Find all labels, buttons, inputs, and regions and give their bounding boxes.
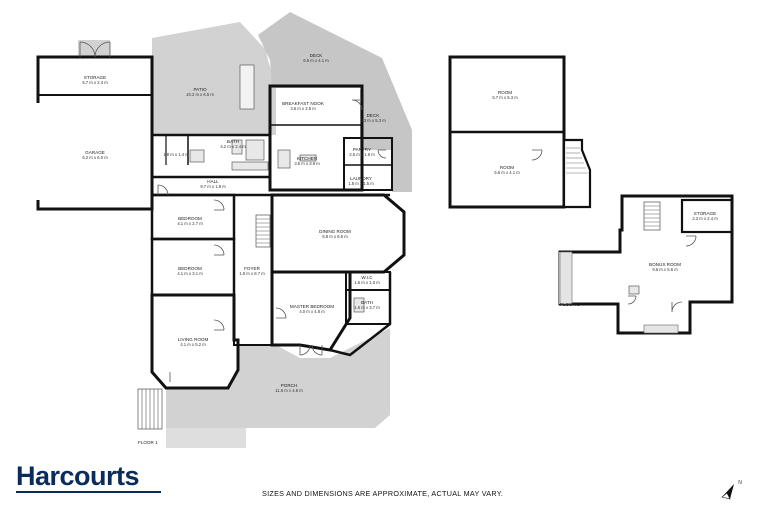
room-label: DINING ROOM bbox=[319, 229, 351, 234]
room-label: LIVING ROOM bbox=[178, 337, 209, 342]
room-dimension: 2.3 m x 2.4 m bbox=[692, 216, 718, 221]
room-dimension: 4.1 m x 3.1 m bbox=[177, 271, 203, 276]
room-dimension: 5.7 m x 2.4 m bbox=[82, 80, 108, 85]
room-label: ROOM bbox=[498, 90, 512, 95]
upper-stairs bbox=[566, 147, 588, 174]
room-dimension: 2.5 m x 1.8 m bbox=[349, 152, 375, 157]
room-dimension: 1.8 m x 1.5 m bbox=[348, 181, 374, 186]
room-dimension: 1.9 m x 8.7 m bbox=[239, 271, 265, 276]
room-dimension: 11.6 m x 4.8 m bbox=[275, 388, 303, 393]
room-dimension: 9.7 m x 1.9 m bbox=[200, 184, 226, 189]
room-dimension: 3.6 m x 3.9 m bbox=[294, 161, 320, 166]
room-dimension: 5.7 m x 5.3 m bbox=[492, 95, 518, 100]
upper-rooms-walls bbox=[448, 55, 592, 209]
room-label: MASTER BEDROOM bbox=[290, 304, 334, 309]
room-label: PANTRY bbox=[353, 147, 371, 152]
floor1-appliances bbox=[189, 64, 365, 313]
room-dimension: 4.1 m x 5.2 m bbox=[180, 342, 206, 347]
deck-area-right bbox=[360, 58, 412, 192]
room-label: BREAKFAST NOOK bbox=[282, 101, 325, 106]
room-label: BEDROOM bbox=[178, 266, 202, 271]
room-dimension: 3.3 m x 5.3 m bbox=[360, 118, 386, 123]
room-label: BATH bbox=[227, 139, 239, 144]
floor2-stairs bbox=[628, 201, 679, 334]
room-dimension: 4.2 m x 2.4 m bbox=[220, 144, 246, 149]
room-label: PORCH bbox=[281, 383, 298, 388]
room-label: HALL bbox=[207, 179, 219, 184]
room-dimension: 1.6 m x 1.0 m bbox=[354, 280, 380, 285]
room-label: STORAGE bbox=[694, 211, 716, 216]
floor2-walls bbox=[558, 194, 734, 335]
room-label: GARAGE bbox=[85, 150, 105, 155]
floor1-fixtures bbox=[79, 41, 387, 382]
room-label: LAUNDRY bbox=[350, 176, 372, 181]
room-dimension: 1.6 m x 3.7 m bbox=[354, 305, 380, 310]
room-label: BONUS ROOM bbox=[649, 262, 681, 267]
svg-text:N: N bbox=[738, 480, 742, 486]
floor1-walls bbox=[36, 55, 406, 390]
room-label: ROOM bbox=[500, 165, 514, 170]
room-dimension: 3.6 m x 2.5 m bbox=[290, 106, 316, 111]
room-label: W.I.C bbox=[361, 275, 373, 280]
room-dimension: 6.5 m x 4.1 m bbox=[303, 58, 329, 63]
room-label: DECK bbox=[310, 53, 324, 58]
foyer-stairs bbox=[255, 214, 271, 248]
room-dimension: 1.8 m x 1.4 m bbox=[163, 152, 189, 157]
upper-labels: ROOM 5.7 m x 5.3 m ROOM 5.8 m x 4.1 m bbox=[492, 90, 520, 175]
floor2-labels: STORAGE 2.3 m x 2.4 m BONUS ROOM 9.6 m x… bbox=[560, 211, 718, 307]
disclaimer-text: SIZES AND DIMENSIONS ARE APPROXIMATE, AC… bbox=[262, 489, 504, 498]
brand-logo: Harcourts bbox=[16, 461, 140, 491]
porch-steps bbox=[137, 388, 163, 430]
room-dimension: 4.0 m x 4.8 m bbox=[299, 309, 325, 314]
room-label: BEDROOM bbox=[178, 216, 202, 221]
floor2-label: FLOOR 2 bbox=[560, 302, 580, 307]
room-dimension: 6.8 m x 6.5 m bbox=[322, 234, 348, 239]
deck-area-top bbox=[258, 12, 382, 88]
patio-area bbox=[152, 22, 276, 135]
porch-area bbox=[166, 328, 390, 428]
room-dimension: 5.8 m x 4.1 m bbox=[494, 170, 520, 175]
north-arrow-icon: N bbox=[721, 480, 742, 500]
room-label: KITCHEN bbox=[297, 156, 317, 161]
room-label: PATIO bbox=[193, 87, 207, 92]
room-label: STORAGE bbox=[84, 75, 106, 80]
room-dimension: 6.2 m x 6.0 m bbox=[82, 155, 108, 160]
room-dimension: 10.2 m x 6.5 m bbox=[186, 92, 214, 97]
floor1-labels: STORAGE 5.7 m x 2.4 m GARAGE 6.2 m x 6.0… bbox=[82, 53, 386, 445]
floor1-label: FLOOR 1 bbox=[138, 440, 158, 445]
room-label: FOYER bbox=[244, 266, 261, 271]
room-dimension: 4.1 m x 2.7 m bbox=[177, 221, 203, 226]
porch-steps-area bbox=[166, 428, 246, 448]
brand-underline bbox=[16, 491, 161, 493]
room-label: BATH bbox=[361, 300, 373, 305]
room-dimension: 9.6 m x 5.6 m bbox=[652, 267, 678, 272]
room-label: DECK bbox=[367, 113, 381, 118]
